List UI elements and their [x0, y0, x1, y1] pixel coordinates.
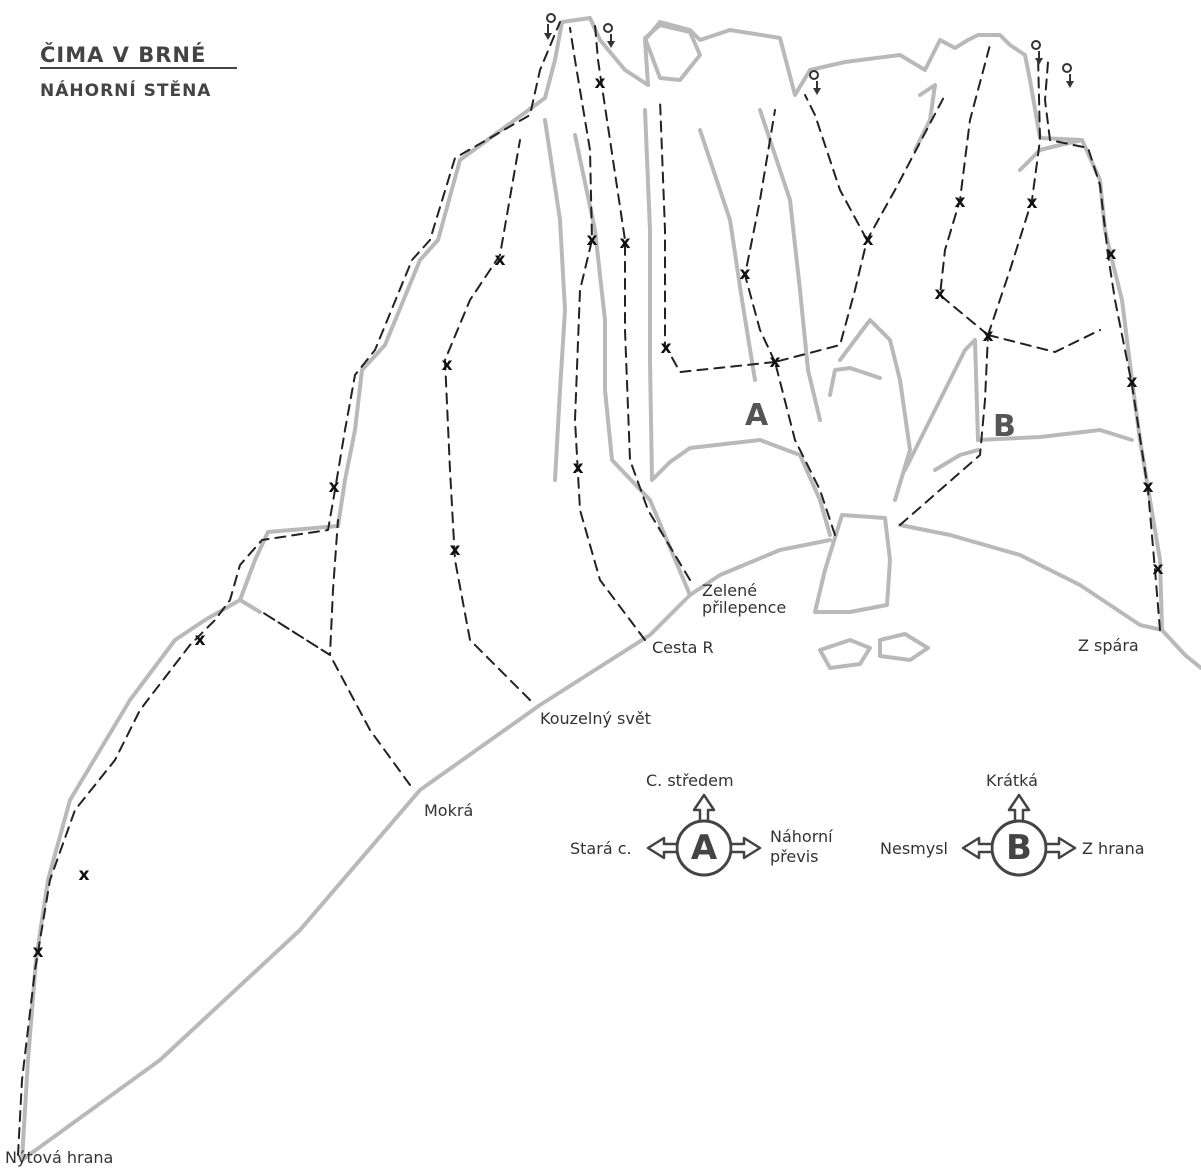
bolt-marker: x: [79, 865, 90, 885]
anchor-icon: [603, 23, 615, 48]
route-z-hrana: [987, 329, 1101, 353]
bolt-marker: x: [1106, 244, 1117, 264]
anchor-icon: [1031, 40, 1043, 65]
legend-a: C. středem A Stará c. Náhorní převis: [570, 771, 833, 877]
route-b-stem: [899, 334, 989, 526]
sector-label-b: B: [993, 409, 1016, 444]
route-nahorni-previs: [774, 94, 946, 536]
bolt-marker: x: [1143, 477, 1154, 497]
bolt-marker: x: [770, 352, 781, 372]
arrow-right-icon: [1044, 836, 1077, 860]
bolt-marker: x: [450, 540, 461, 560]
title-block: ČIMA V BRNÉ NÁHORNÍ STĚNA: [40, 42, 237, 101]
label-z-spara: Z spára: [1078, 636, 1139, 655]
page-subtitle: NÁHORNÍ STĚNA: [40, 79, 211, 101]
arrow-left-icon: [961, 836, 994, 860]
arrow-left-icon: [646, 836, 679, 860]
label-mokra: Mokrá: [424, 801, 473, 820]
bolt-marker: x: [935, 284, 946, 304]
bolt-marker: x: [595, 73, 606, 93]
route-krátka: [939, 44, 991, 336]
anchor-icon: [544, 13, 556, 40]
legend-b-left-label: Nesmysl: [880, 839, 948, 858]
label-nytova-hrana: Nýtová hrana: [5, 1148, 113, 1167]
bolt-marker: x: [1153, 559, 1164, 579]
bolt-marker: x: [442, 355, 453, 375]
arrow-right-icon: [729, 836, 762, 860]
route-mokra: [261, 519, 411, 786]
bolt-marker: x: [195, 630, 206, 650]
label-kouzelny-svet: Kouzelný svět: [540, 709, 651, 728]
route-cesta-r: [569, 27, 646, 641]
label-zelene-line2: přilepence: [702, 598, 786, 617]
bolt-marker: x: [329, 477, 340, 497]
route-nesmysl: [987, 54, 1041, 336]
legend-a-letter: A: [691, 828, 718, 868]
page-title: ČIMA V BRNÉ: [40, 42, 206, 67]
route-kouzelny-svet: [444, 139, 531, 701]
label-zelene-line1: Zelené: [702, 581, 757, 600]
sector-label-a: A: [745, 398, 769, 433]
bolt-marker: x: [620, 233, 631, 253]
bolt-marker: x: [1027, 193, 1038, 213]
route-zelene-prilepence: [594, 24, 691, 581]
legend-a-left-label: Stará c.: [570, 839, 632, 858]
bolt-marker: x: [587, 230, 598, 250]
route-labels: Nýtová hrana Mokrá Kouzelný svět Cesta R…: [5, 581, 1139, 1167]
bolt-marker: x: [661, 338, 672, 358]
legend-a-up-label: C. středem: [646, 771, 734, 790]
legend-b-up-label: Krátká: [986, 771, 1038, 790]
bolt-marker: x: [983, 326, 994, 346]
bolt-marker: x: [740, 264, 751, 284]
legend-a-right-label-2: převis: [770, 847, 818, 866]
legend-b: Krátká B Nesmysl Z hrana: [880, 771, 1145, 877]
arrow-up-icon: [692, 793, 716, 824]
route-nytova-hrana: [17, 21, 561, 1156]
anchor-icon: [1062, 63, 1074, 88]
bolt-marker: x: [863, 230, 874, 250]
arrow-up-icon: [1007, 793, 1031, 824]
bolt-marker: x: [1127, 372, 1138, 392]
route-stara-c: [659, 99, 776, 373]
rock-outline: [20, 16, 1201, 1162]
bolts: x x x x x x x x x x x x x x x x x x x x …: [33, 73, 1164, 962]
bolt-marker: x: [573, 458, 584, 478]
bolt-marker: x: [495, 250, 506, 270]
label-cesta-r: Cesta R: [652, 638, 714, 657]
legend-b-letter: B: [1006, 828, 1032, 868]
bolt-marker: x: [33, 942, 44, 962]
anchor-icon: [809, 70, 821, 95]
legend-a-right-label-1: Náhorní: [770, 827, 833, 846]
route-sector-a-cross: [804, 94, 868, 241]
route-z-spara: [1044, 61, 1161, 631]
bolt-marker: x: [955, 192, 966, 212]
legend-b-right-label: Z hrana: [1082, 839, 1145, 858]
anchors: [544, 13, 1074, 95]
route-c-stredem: [744, 109, 776, 363]
routes: [17, 21, 1161, 1156]
